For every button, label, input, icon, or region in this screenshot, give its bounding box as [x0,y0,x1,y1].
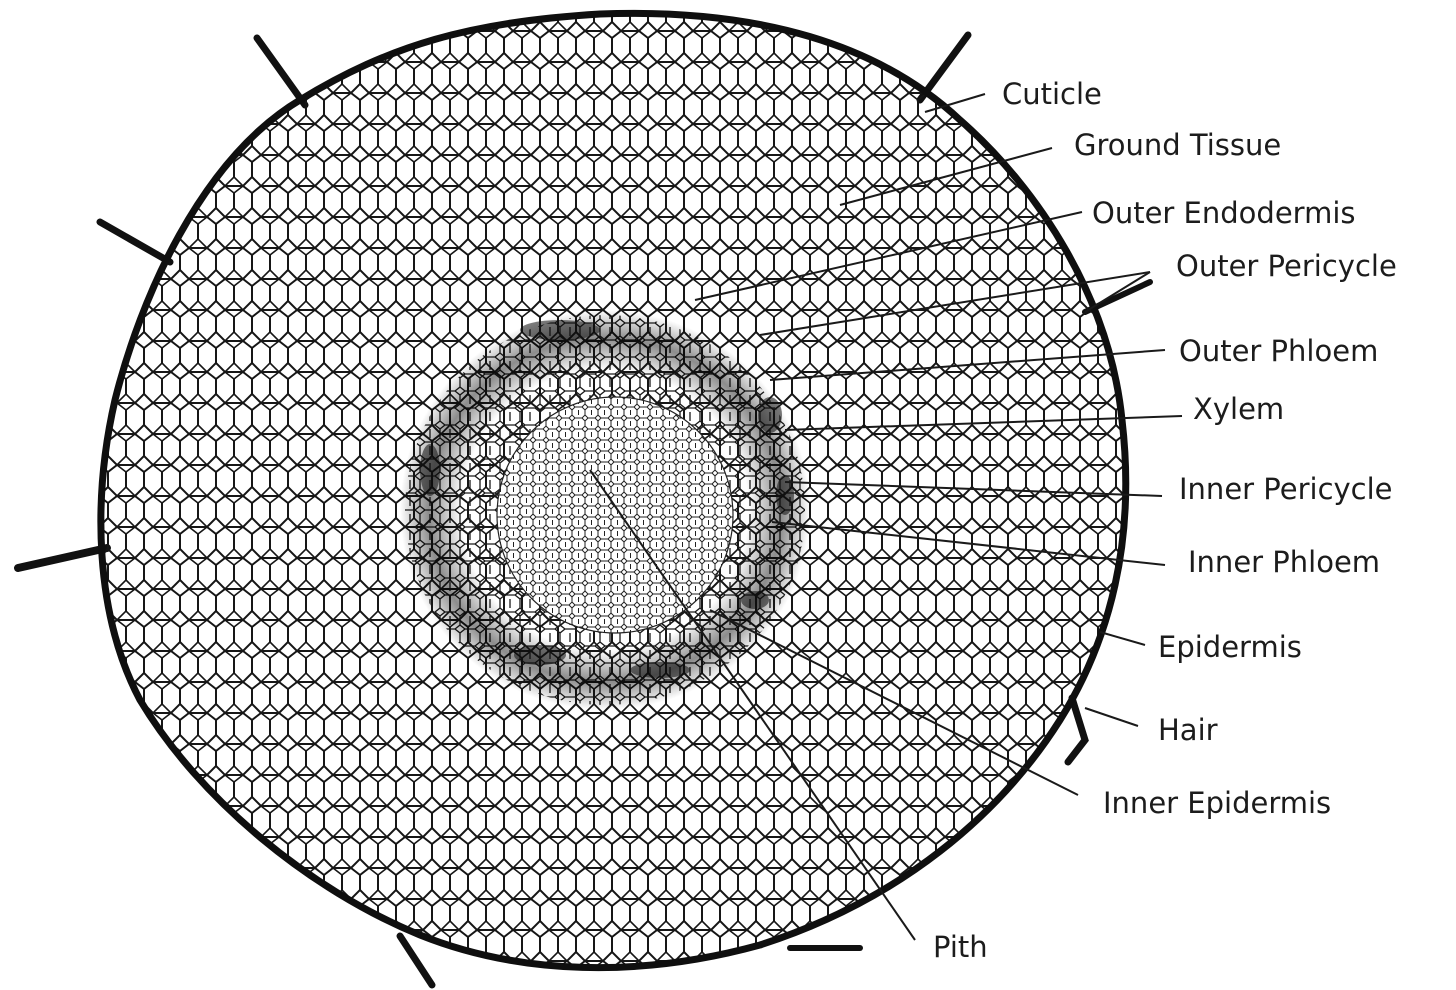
label-xylem: Xylem [1193,392,1284,426]
label-inner-phloem: Inner Phloem [1188,545,1380,579]
label-inner-epidermis: Inner Epidermis [1103,786,1331,820]
leader-line-hair [1085,708,1138,726]
label-outer-pericycle: Outer Pericycle [1176,249,1397,283]
label-outer-phloem: Outer Phloem [1179,334,1378,368]
leader-line-epidermis [1100,632,1145,645]
label-ground-tissue: Ground Tissue [1074,128,1281,162]
label-inner-pericycle: Inner Pericycle [1179,472,1393,506]
label-cuticle: Cuticle [1002,77,1102,111]
pith-cells [497,397,733,633]
label-hair: Hair [1158,713,1218,747]
label-pith: Pith [933,930,988,964]
label-epidermis: Epidermis [1158,630,1302,664]
label-outer-endodermis: Outer Endodermis [1092,196,1356,230]
